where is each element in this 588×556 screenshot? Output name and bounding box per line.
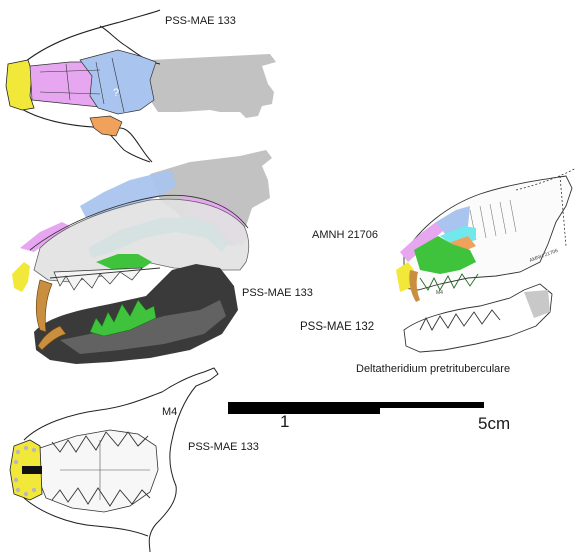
- lateral-skull-view: [12, 150, 272, 364]
- lateral-maxilla: [96, 254, 152, 272]
- label-lateral-specimen: PSS-MAE 133: [242, 287, 313, 299]
- dorsal-silhouette: [150, 54, 276, 118]
- label-ventral-specimen: PSS-MAE 133: [188, 441, 259, 453]
- amnh-premaxilla: [396, 262, 414, 292]
- ventral-skull-view: [9, 367, 219, 553]
- ventral-tooth-row-lower: [51, 487, 151, 507]
- scale-bar-long: [380, 402, 484, 408]
- dorsal-jugal: [89, 115, 123, 137]
- lateral-mandible-highlight: [60, 300, 226, 354]
- mandible-132-shading: [524, 290, 550, 318]
- lateral-lower-teeth: [89, 299, 157, 337]
- lateral-upper-canine: [35, 279, 53, 333]
- ventral-palate: [37, 429, 159, 513]
- label-mandible-specimen: PSS-MAE 132: [300, 321, 375, 333]
- scale-bar-short: [228, 402, 380, 414]
- ventral-midline: [60, 440, 150, 500]
- amnh-upper-teeth: [419, 273, 479, 291]
- ventral-incisive-foramen: [22, 466, 42, 474]
- dorsal-frontal: [79, 49, 157, 115]
- amnh-skull-shading: [469, 199, 517, 241]
- lateral-nasal-front: [20, 222, 70, 252]
- mandible-132-teeth: [419, 309, 501, 331]
- label-dorsal-specimen: PSS-MAE 133: [165, 15, 236, 27]
- label-amnh-specimen: AMNH 21706: [312, 229, 379, 241]
- dorsal-premaxilla: [5, 59, 35, 111]
- amnh-nasal: [400, 222, 444, 262]
- lateral-skull-outline: [29, 194, 249, 279]
- dorsal-question-mark: ?: [113, 87, 119, 99]
- ventral-skull-outline: [23, 367, 219, 553]
- amnh-frontal: [436, 206, 470, 238]
- ventral-incisor-dots: [13, 445, 37, 497]
- label-tooth-m4: M4: [162, 406, 178, 418]
- deltatheridium-skull-view: AMNH 21706 M4: [396, 167, 577, 353]
- amnh-canine: [409, 270, 420, 302]
- dorsal-skull-view: ?: [5, 9, 276, 163]
- scale-bar: [228, 402, 484, 414]
- dorsal-suture-lines: [39, 57, 125, 113]
- lateral-frontal: [80, 170, 176, 218]
- amnh-maxilla: [414, 236, 476, 274]
- ventral-tooth-row-upper: [51, 431, 149, 453]
- lateral-lower-canine: [37, 325, 67, 351]
- scale-label-long: 5cm: [478, 414, 511, 433]
- lateral-premaxilla: [12, 262, 30, 292]
- label-species: Deltatheridium pretrituberculare: [356, 363, 511, 375]
- scale-label-short: 1: [280, 412, 290, 431]
- lateral-upper-teeth: [53, 267, 143, 291]
- amnh-m4-mark: M4: [436, 290, 443, 296]
